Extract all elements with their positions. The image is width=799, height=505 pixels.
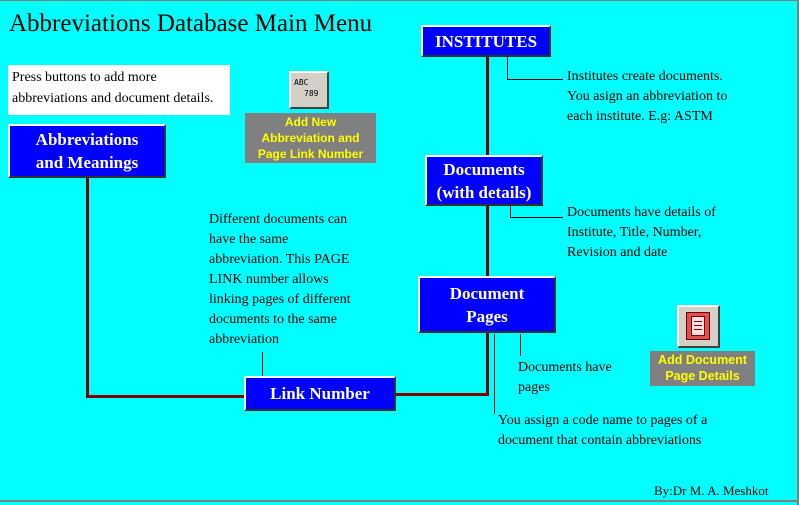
- document-pages-button-label-2: Pages: [466, 306, 508, 326]
- page-title: Abbreviations Database Main Menu: [9, 10, 373, 37]
- abc-icon-text: ABC: [294, 78, 309, 87]
- add-abbreviation-caption-2: Abbreviation and: [261, 131, 360, 145]
- documents-button[interactable]: Documents (with details): [425, 155, 543, 206]
- link-note-line-4: LINK number allows: [209, 272, 329, 287]
- link-note-line-2: have the same: [209, 232, 289, 247]
- documents-button-label-2: (with details): [436, 182, 532, 202]
- add-page-details-caption-1: Add Document: [658, 353, 747, 367]
- connector-abbrev-down: [86, 178, 89, 398]
- add-page-details-caption-2: Page Details: [665, 369, 740, 383]
- institutes-note-line-2: You asign an abbreviation to: [567, 89, 728, 104]
- link-note-line-5: linking pages of different: [209, 292, 351, 307]
- callout-link-v: [262, 352, 263, 378]
- add-abbreviation-caption[interactable]: Add New Abbreviation and Page Link Numbe…: [245, 113, 376, 163]
- link-note-line-3: abbreviation. This PAGE: [209, 252, 350, 267]
- abbreviations-button[interactable]: Abbreviations and Meanings: [8, 124, 166, 178]
- connector-abbrev-to-link: [86, 395, 246, 398]
- abbreviations-button-label-2: and Meanings: [35, 153, 139, 172]
- link-number-button[interactable]: Link Number: [244, 376, 396, 411]
- institutes-button-label: INSTITUTES: [434, 31, 538, 51]
- add-page-details-icon-button[interactable]: [677, 305, 720, 348]
- documents-note: Documents have details of Institute, Tit…: [567, 203, 716, 263]
- documents-note-line-1: Documents have details of: [567, 205, 716, 220]
- add-abbreviation-caption-1: Add New: [284, 115, 337, 129]
- link-note-line-6: documents to the same: [209, 312, 337, 327]
- document-pages-button[interactable]: Document Pages: [418, 276, 556, 333]
- document-page-icon: [686, 312, 710, 340]
- 789-icon-text: 789: [304, 89, 319, 98]
- institutes-note-line-3: each institute. E.g: ASTM: [567, 109, 713, 124]
- documents-note-line-2: Institute, Title, Number,: [567, 225, 702, 240]
- connector-pages-down: [486, 332, 489, 396]
- link-note-line-1: Different documents can: [209, 212, 348, 227]
- pages-note: Documents have pages: [518, 358, 612, 398]
- window-bottom-border: [0, 500, 799, 502]
- callout-documents-v: [510, 206, 511, 218]
- code-name-note: You assign a code name to pages of a doc…: [498, 411, 707, 451]
- institutes-button[interactable]: INSTITUTES: [421, 25, 551, 57]
- institutes-note-line-1: Institutes create documents.: [567, 69, 723, 84]
- instructions-box: Press buttons to add more abbreviations …: [8, 65, 230, 115]
- connector-documents-to-pages: [486, 206, 489, 277]
- connector-institutes-to-documents: [486, 56, 489, 156]
- pages-note-line-1: Documents have: [518, 360, 612, 375]
- callout-institutes-v: [507, 56, 508, 80]
- link-number-button-label: Link Number: [270, 384, 370, 403]
- documents-button-label-1: Documents: [443, 159, 525, 179]
- documents-note-line-3: Revision and date: [567, 245, 668, 260]
- abbreviations-button-label-1: Abbreviations: [35, 130, 139, 149]
- abc-789-icon: ABC 789: [294, 77, 318, 99]
- add-page-details-caption[interactable]: Add Document Page Details: [650, 351, 755, 386]
- code-note-line-2: document that contain abbreviations: [498, 433, 702, 448]
- callout-pages-v: [520, 334, 521, 356]
- window-right-border: [797, 0, 799, 505]
- add-abbreviation-icon-button[interactable]: ABC 789: [289, 71, 329, 109]
- link-note-line-7: abbreviation: [209, 332, 279, 347]
- pages-note-line-2: pages: [518, 380, 550, 395]
- author-credit: By:Dr M. A. Meshkot: [654, 483, 769, 498]
- callout-institutes-h: [507, 79, 563, 80]
- link-number-note: Different documents can have the same ab…: [209, 210, 351, 350]
- callout-documents-h: [510, 217, 563, 218]
- callout-code-v: [494, 334, 495, 414]
- window-top-border: [0, 0, 799, 1]
- connector-link-to-pages: [395, 393, 489, 396]
- code-note-line-1: You assign a code name to pages of a: [498, 413, 708, 428]
- institutes-note: Institutes create documents. You asign a…: [567, 67, 727, 127]
- add-abbreviation-caption-3: Page Link Number: [257, 147, 364, 161]
- document-pages-button-label-1: Document: [449, 283, 525, 303]
